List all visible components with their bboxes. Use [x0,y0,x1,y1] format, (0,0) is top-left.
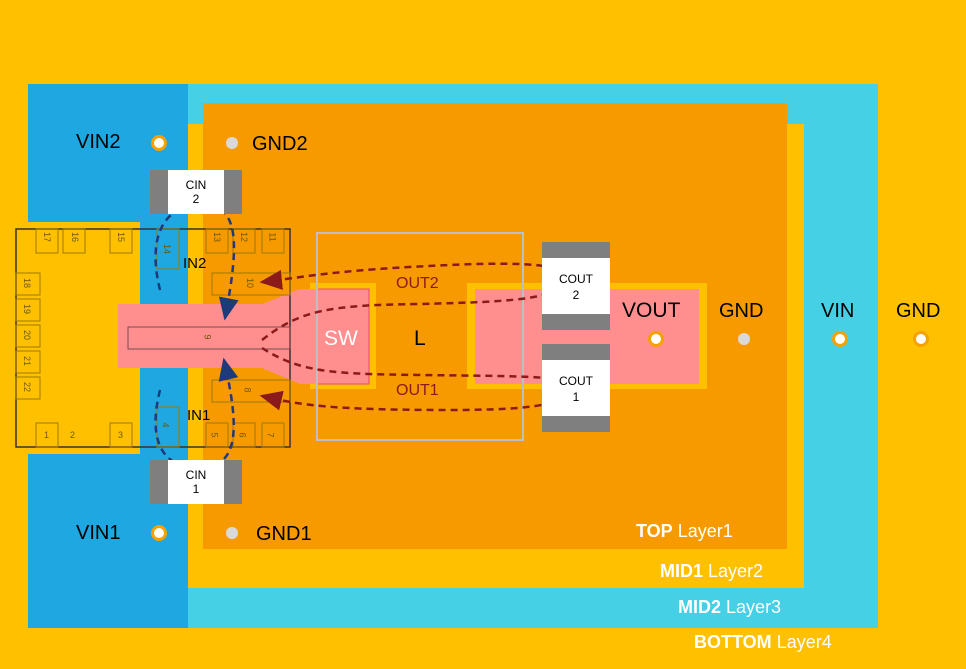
cin2-name: CIN [185,178,207,192]
pin-8-label: 8 [242,387,253,393]
out1-loop-upper [261,346,558,382]
cin2-terminal-left [150,170,168,214]
gnd1-via [226,527,238,539]
out1-label: OUT1 [396,382,439,399]
sw-trace [118,289,317,384]
pin-15-label: 15 [116,231,127,243]
vin1-via [151,525,167,541]
vout-label: VOUT [622,299,681,322]
sw-copper [316,288,370,385]
cout1-name: COUT [559,374,593,388]
cout2-terminal-top [542,242,610,258]
inductor-label: L [414,327,426,350]
pin-5-label: 5 [209,432,220,438]
cout2-number: 2 [572,288,580,302]
vin1-label: VIN1 [76,522,121,544]
pin-16-label: 16 [70,231,81,243]
pin-21-label: 21 [22,355,33,367]
cin2-terminal-right [224,170,242,214]
pin-3-label: 3 [118,430,124,440]
cout2-capacitor: COUT 2 [542,242,610,330]
vin-right-label: VIN [821,300,855,322]
mid2-layer-label: MID2 Layer3 [678,597,782,617]
out2-label: OUT2 [396,275,439,292]
cout2-name: COUT [559,272,593,286]
gnd-right-label: GND [896,300,941,322]
pin-14-label: 14 [162,243,173,255]
pin-7-label: 7 [265,432,276,438]
cout1-terminal-bottom [542,416,610,432]
gnd-right-via [913,331,929,347]
mid1-left-strip [0,222,140,454]
pin-19-label: 19 [22,303,33,315]
cin1-name: CIN [185,468,207,482]
pin-20-label: 20 [22,329,33,341]
cin1-terminal-left [150,460,168,504]
cin1-terminal-right [224,460,242,504]
gnd1-label: GND1 [256,523,312,545]
out2-loop-lower [261,287,557,341]
pin-11-label: 11 [267,232,278,242]
cin2-capacitor: CIN 2 [150,170,242,214]
in2-loop [154,203,239,321]
pin-1-label: 1 [44,430,50,440]
gnd-mid-label: GND [719,300,764,322]
gnd2-via [226,137,238,149]
cout1-number: 1 [572,390,580,404]
gnd2-label: GND2 [252,133,308,155]
in2-label: IN2 [183,255,207,272]
ic-pads [15,228,291,448]
pin-22-label: 22 [22,381,33,393]
vin-right-via [832,331,848,347]
sw-label: SW [324,327,358,350]
vin2-via [151,135,167,151]
cin1-number: 1 [192,482,200,496]
inductor-outline [316,232,524,441]
cin2-number: 2 [192,192,200,206]
pin-4-label: 4 [160,422,171,428]
pin-17-label: 17 [42,231,53,243]
cout1-terminal-top [542,344,610,360]
pin-9-label: 9 [202,334,213,340]
vin2-label: VIN2 [76,131,121,153]
bottom-layer-label: BOTTOM Layer4 [694,632,832,652]
cout2-terminal-bottom [542,314,610,330]
pin-9-pad [127,326,291,350]
cin1-capacitor: CIN 1 [150,460,242,504]
gnd-mid-via [738,333,750,345]
top-layer-label: TOP Layer1 [636,521,733,541]
mid1-layer-label: MID1 Layer2 [660,561,764,581]
in1-label: IN1 [187,407,211,424]
vout-via [648,331,664,347]
pin-2-label: 2 [70,430,76,440]
pin-10-label: 10 [245,277,256,289]
pin-18-label: 18 [22,277,33,289]
pin-13-label: 13 [212,231,223,243]
pin-12-label: 12 [239,231,250,243]
pin-6-label: 6 [237,432,248,438]
cout1-capacitor: COUT 1 [542,344,610,432]
